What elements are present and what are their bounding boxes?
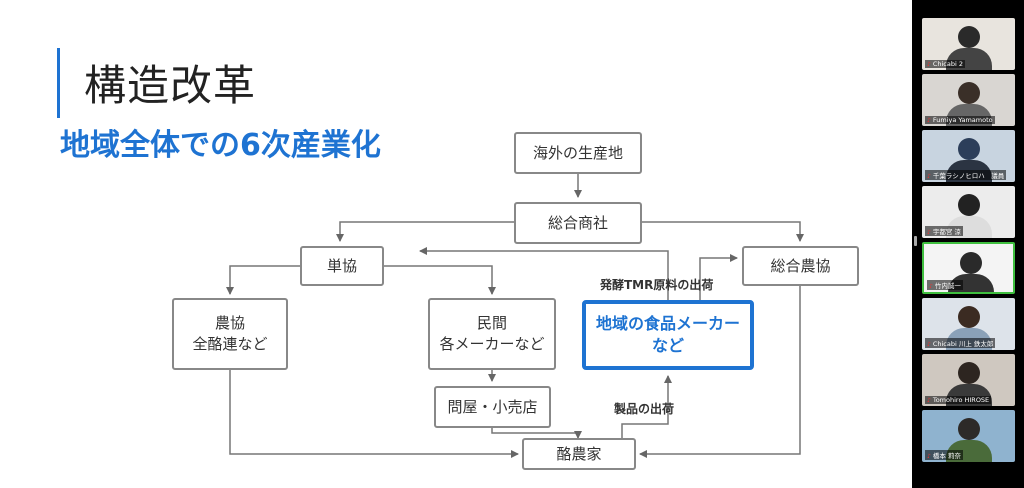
mic-muted-icon: ♪: [929, 283, 933, 290]
participant-name-text: 千葉ラシノヒロハ 議員: [932, 172, 1005, 180]
box-overseas-producer: 海外の生産地: [514, 132, 642, 174]
participant-video-head: [958, 362, 980, 384]
box-minkan: 民間 各メーカーなど: [428, 298, 556, 370]
participant-name: ♪Chicabi 川上 鉄太郎: [925, 338, 996, 348]
arrow-local-sogo: [699, 254, 738, 300]
box-sogo-nokyo: 総合農協: [742, 246, 859, 286]
participant-tile[interactable]: ♪千葉ラシノヒロハ 議員: [922, 130, 1015, 182]
title-accent-bar: [57, 48, 60, 118]
box-nokyo-line1: 農協: [214, 314, 245, 332]
arrow-trading-sogo: [642, 221, 804, 242]
mic-muted-icon: ♪: [927, 117, 931, 124]
box-minkan-line2: 各メーカーなど: [439, 335, 545, 353]
panel-resize-handle[interactable]: [914, 236, 917, 246]
participant-video-head: [960, 252, 982, 274]
box-local-food-line1: 地域の食品メーカー: [595, 313, 740, 333]
participant-video-head: [958, 82, 980, 104]
arrow-sogo-dairy: [639, 286, 801, 458]
participant-tile[interactable]: ♪Chicabi 2: [922, 18, 1015, 70]
participant-name-text: 橋本 莉奈: [932, 452, 961, 460]
participant-tile[interactable]: ♪宇都宮 涼: [922, 186, 1015, 238]
box-minkan-line1: 民間: [476, 314, 507, 332]
arrow-trading-tankyo: [336, 221, 514, 242]
participant-video-head: [958, 418, 980, 440]
participant-tile[interactable]: ♪Chicabi 川上 鉄太郎: [922, 298, 1015, 350]
mic-muted-icon: ♪: [927, 397, 931, 404]
participant-video-head: [958, 138, 980, 160]
box-tankyo: 単協: [300, 246, 384, 286]
box-wholesale-retail: 問屋・小売店: [434, 386, 551, 428]
mic-muted-icon: ♪: [927, 61, 931, 68]
arrow-tankyo-minkan: [384, 265, 496, 295]
participant-video-head: [958, 306, 980, 328]
presentation-slide: 構造改革 地域全体での6次産業化: [0, 0, 912, 488]
arrow-tankyo-nokyo: [226, 265, 300, 295]
participant-name: ♪宇都宮 涼: [925, 226, 963, 236]
participant-video-head: [958, 194, 980, 216]
arrow-nokyo-dairy: [229, 370, 519, 458]
box-trading-company: 総合商社: [514, 202, 642, 244]
mic-muted-icon: ♪: [927, 453, 931, 460]
participant-name: ♪千葉ラシノヒロハ 議員: [925, 170, 1007, 180]
box-nokyo: 農協 全酪連など: [172, 298, 288, 370]
participant-name: ♪Tomohiro HIROSE: [925, 396, 992, 404]
box-local-food-maker: 地域の食品メーカー など: [582, 300, 754, 370]
box-local-food-line2: など: [651, 336, 684, 355]
participant-tile[interactable]: ♪橋本 莉奈: [922, 410, 1015, 462]
box-nokyo-line2: 全酪連など: [192, 335, 268, 353]
participant-tile[interactable]: ♪Fumiya Yamamoto: [922, 74, 1015, 126]
mic-muted-icon: ♪: [927, 173, 931, 180]
arrow-wholesale-dairy: [491, 428, 582, 439]
slide-title: 構造改革: [84, 61, 257, 110]
participant-name: ♪竹内誠一: [927, 280, 963, 290]
mic-muted-icon: ♪: [927, 229, 931, 236]
participant-name-text: Chicabi 川上 鉄太郎: [932, 340, 994, 348]
participant-name: ♪Chicabi 2: [925, 60, 965, 68]
participant-name-text: Tomohiro HIROSE: [932, 396, 990, 404]
participant-tile[interactable]: ♪竹内誠一: [922, 242, 1015, 294]
arrow-dairy-local: [621, 375, 672, 438]
participant-video-head: [958, 26, 980, 48]
participant-name-text: 竹内誠一: [934, 282, 961, 290]
participant-name: ♪橋本 莉奈: [925, 450, 963, 460]
participant-name-text: Chicabi 2: [932, 60, 963, 68]
flow-diagram: [226, 174, 804, 458]
participants-panel: ♪Chicabi 2♪Fumiya Yamamoto♪千葉ラシノヒロハ 議員♪宇…: [912, 0, 1024, 488]
mic-muted-icon: ♪: [927, 341, 931, 348]
participant-tile[interactable]: ♪Tomohiro HIROSE: [922, 354, 1015, 406]
box-dairy-farmer: 酪農家: [522, 438, 636, 470]
label-product-shipment: 製品の出荷: [614, 402, 675, 416]
label-tmr-shipment: 発酵TMR原料の出荷: [600, 278, 714, 292]
arrow-local-tankyo: [419, 247, 669, 300]
slide-subtitle: 地域全体での6次産業化: [60, 128, 381, 163]
participant-name-text: 宇都宮 涼: [932, 228, 961, 236]
participant-name: ♪Fumiya Yamamoto: [925, 116, 995, 124]
participant-name-text: Fumiya Yamamoto: [932, 116, 993, 124]
